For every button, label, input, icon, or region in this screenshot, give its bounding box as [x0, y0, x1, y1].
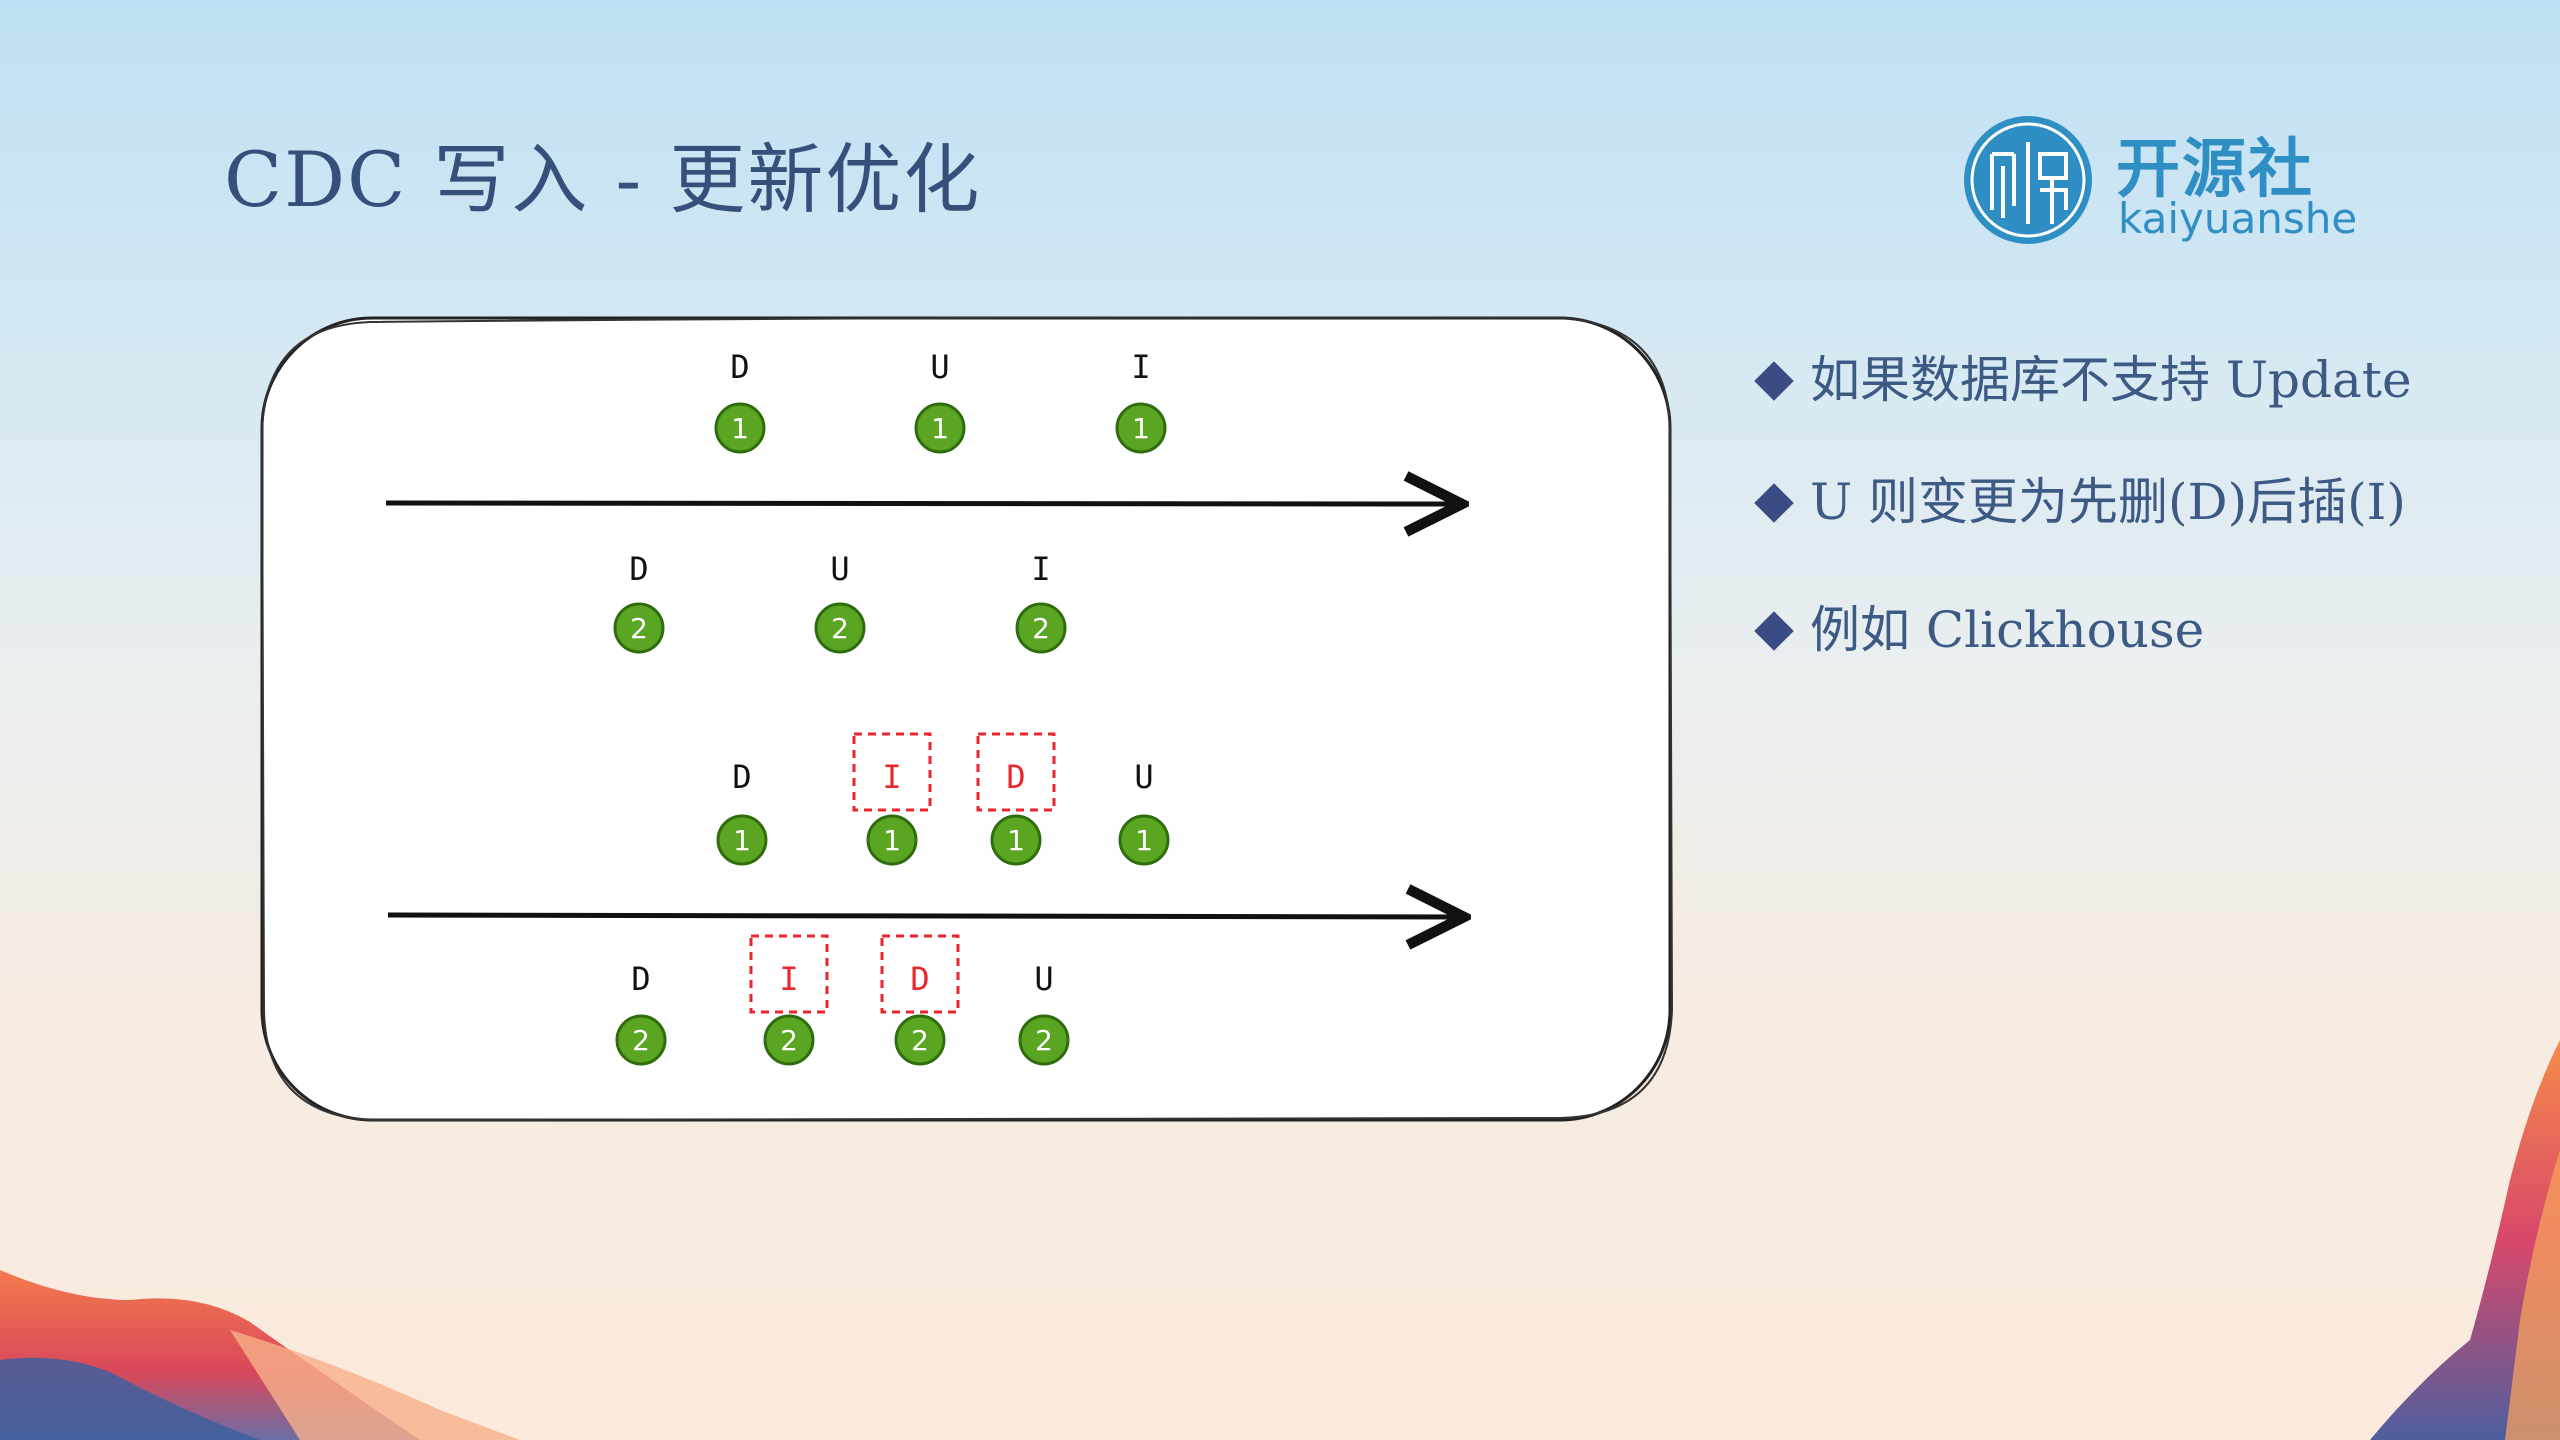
sequence-circle [615, 1014, 667, 1066]
diamond-bullet-icon [1754, 361, 1794, 401]
op-label: I [882, 758, 901, 796]
sequence-number: 1 [1132, 412, 1150, 445]
bullet-item: 如果数据库不支持 Update [1752, 340, 2412, 412]
sequence-circle [990, 814, 1042, 866]
op-label: U [830, 550, 849, 588]
sequence-number: 2 [1035, 1024, 1053, 1057]
sequence-number: 1 [733, 824, 751, 857]
op-label: D [631, 960, 650, 998]
op-label: D [730, 348, 749, 386]
op-label: U [1134, 758, 1153, 796]
sequence-number: 2 [630, 612, 648, 645]
sequence-circle [716, 814, 768, 866]
bullet-text: 如果数据库不支持 Update [1810, 351, 2412, 409]
sequence-circle [613, 602, 665, 654]
highlight-box [880, 934, 960, 1014]
sequence-circle [914, 402, 966, 454]
highlight-box [976, 732, 1056, 812]
sequence-number: 1 [883, 824, 901, 857]
op-label: U [930, 348, 949, 386]
sequence-circle [866, 814, 918, 866]
sequence-circle [894, 1014, 946, 1066]
timeline-arrow-top [385, 503, 1462, 504]
op-label: D [910, 960, 929, 998]
diamond-bullet-icon [1754, 483, 1794, 523]
sequence-number: 2 [780, 1024, 798, 1057]
diamond-bullet-icon [1754, 611, 1794, 651]
op-label: U [1034, 960, 1053, 998]
timeline-arrow-bottom [387, 915, 1464, 917]
sequence-number: 1 [731, 412, 749, 445]
bullet-text: U 则变更为先删(D)后插(I) [1810, 473, 2406, 531]
highlight-box [852, 732, 932, 812]
op-label: I [779, 960, 798, 998]
sequence-circle [1015, 602, 1067, 654]
kaiyuanshe-logo: 开源社 kaiyuanshe [1962, 114, 2357, 250]
bullet-item: U 则变更为先删(D)后插(I) [1752, 462, 2406, 534]
sequence-circle [1115, 402, 1167, 454]
sequence-circle [1118, 814, 1170, 866]
sequence-circle [714, 402, 766, 454]
sequence-number: 2 [831, 612, 849, 645]
sequence-number: 2 [911, 1024, 929, 1057]
logo-name-cn: 开源社 [2116, 133, 2314, 207]
highlight-box [749, 934, 829, 1014]
slide-title: CDC 写入 - 更新优化 [224, 135, 982, 224]
diagram-frame-sketch [260, 316, 1674, 1122]
sequence-circle [814, 602, 866, 654]
sequence-circle [763, 1014, 815, 1066]
bullet-item: 例如 Clickhouse [1752, 590, 2204, 662]
sequence-number: 1 [1135, 824, 1153, 857]
kaiyuanshe-logo-icon [1964, 116, 2092, 244]
bullet-text: 例如 Clickhouse [1810, 601, 2205, 659]
op-label: D [629, 550, 648, 588]
sequence-number: 2 [632, 1024, 650, 1057]
logo-name-en: kaiyuanshe [2118, 194, 2358, 243]
sequence-number: 2 [1032, 612, 1050, 645]
op-label: I [1031, 550, 1050, 588]
sequence-number: 1 [931, 412, 949, 445]
sequence-number: 1 [1007, 824, 1025, 857]
op-label: D [732, 758, 751, 796]
sequence-circle [1018, 1014, 1070, 1066]
diagram-frame [260, 316, 1672, 1122]
op-label: I [1131, 348, 1150, 386]
op-label: D [1006, 758, 1025, 796]
